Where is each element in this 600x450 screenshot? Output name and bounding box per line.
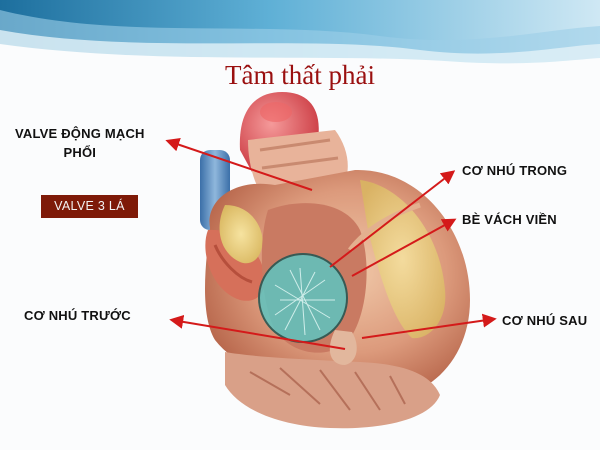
label-valve-dong-mach-line1: VALVE ĐỘNG MẠCH — [15, 126, 145, 141]
label-valve-3-la: VALVE 3 LÁ — [41, 195, 138, 218]
papillary-muscle — [329, 330, 357, 365]
label-valve-dong-mach-phoi: VALVE ĐỘNG MẠCH PHỔI — [15, 124, 145, 162]
label-co-nhu-trong: CƠ NHÚ TRONG — [462, 163, 568, 178]
label-valve-dong-mach-line2: PHỔI — [63, 145, 97, 160]
tricuspid-valve-highlight — [258, 253, 348, 343]
slide-title: Tâm thất phải — [225, 60, 375, 90]
label-co-nhu-sau: CƠ NHÚ SAU — [502, 313, 588, 328]
label-be-vach-vien: BÈ VÁCH VIỀN — [462, 212, 557, 227]
header-banner — [0, 0, 600, 70]
label-co-nhu-truoc: CƠ NHÚ TRƯỚC — [24, 308, 131, 323]
